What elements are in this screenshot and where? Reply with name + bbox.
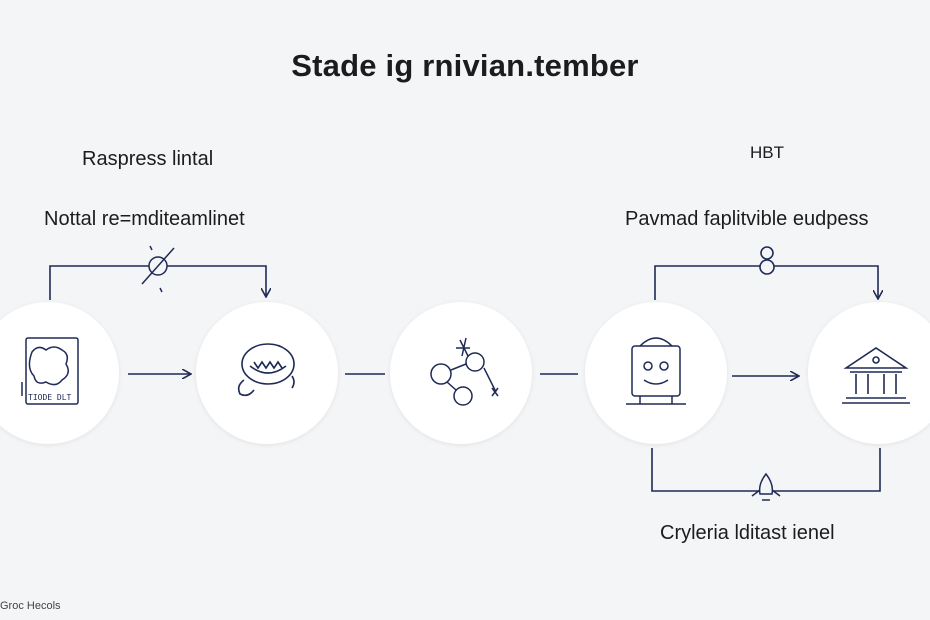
ring-icon [759,246,775,275]
node-4 [585,302,727,444]
document-icon: TIODE DLT [21,337,79,405]
face-icon [237,343,295,397]
label-top-left: Raspress lintal [82,148,214,170]
label-top-right: HBT [750,143,784,162]
rocket-icon [751,472,781,501]
molecule-icon [430,337,499,406]
robot-icon [626,337,686,405]
label-mid-right: Pavmad faplitvible eudpess [625,208,869,230]
document-icon-caption: TIODE DLT [28,393,72,402]
footer-credit: Groc Hecols [0,600,61,612]
label-bottom-right: Cryleria lditast ienel [660,522,835,544]
node-1 [0,302,119,444]
label-mid-left: Nottal re=mditeamlinet [44,208,245,230]
page-title: Stade ig rnivian.tember [291,48,639,83]
connector-icon [141,245,175,293]
node-3 [390,302,532,444]
node-5 [808,302,930,444]
bank-icon [842,347,910,404]
